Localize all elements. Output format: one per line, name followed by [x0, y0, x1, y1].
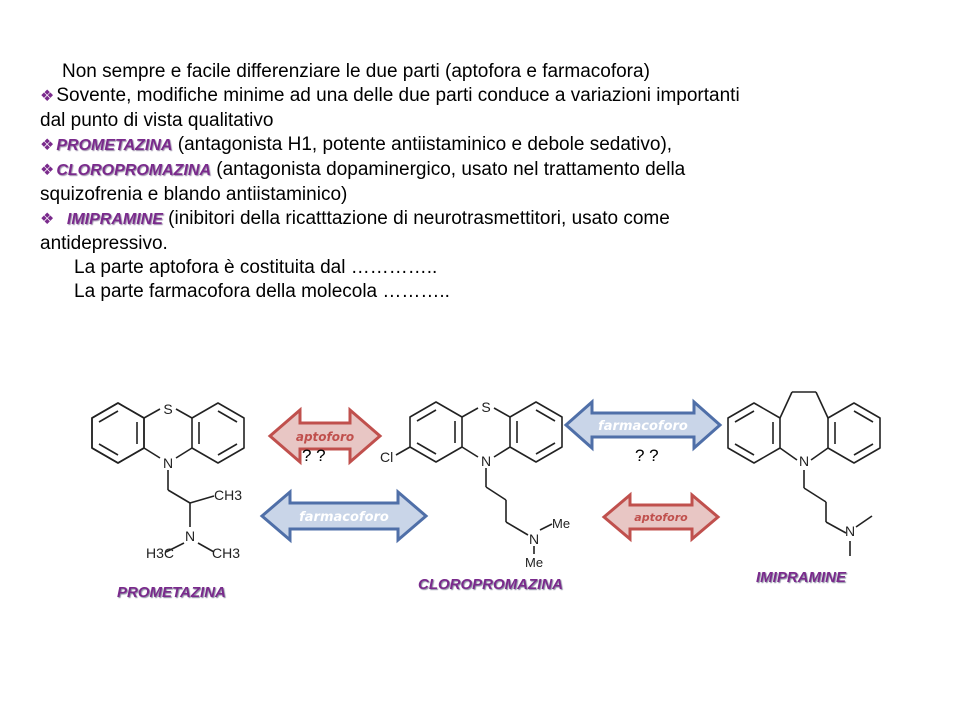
- prometazina-structure: [91, 402, 245, 553]
- arrow-aptoforo-top-left: aptoforo: [267, 406, 383, 466]
- bullet-cloropromazina: ❖CLOROPROMAZINA (antagonista dopaminergi…: [40, 159, 686, 180]
- cloropromazina-me-1: Me: [552, 516, 570, 531]
- prometazina-label: PROMETAZINA: [56, 137, 173, 154]
- diamond-bullet-icon: ❖: [40, 211, 55, 228]
- cloropromazina-nitrogen-2: N: [529, 531, 539, 547]
- arrow-aptoforo-bottom-right: aptoforo: [601, 491, 721, 543]
- imipramine-nitrogen: N: [799, 453, 809, 469]
- question-marks-right: ? ?: [635, 446, 659, 465]
- farmacofora-line: La parte farmacofora della molecola ……….…: [74, 281, 450, 302]
- bullet-imipramine: ❖ IMIPRAMINE (inibitori della ricatttazi…: [40, 208, 670, 229]
- cloropromazina-structure: [395, 401, 563, 554]
- svg-text:farmacoforo: farmacoforo: [598, 419, 688, 434]
- arrow-farmacoforo-bottom-left: farmacoforo: [259, 488, 429, 544]
- cloropromazina-continued: squizofrenia e blando antiistaminico): [40, 184, 348, 205]
- imipramine-structure: [727, 391, 881, 556]
- cloropromazina-chlorine: Cl: [380, 449, 393, 465]
- prometazina-nitrogen: N: [163, 455, 173, 471]
- diamond-bullet-icon: ❖: [40, 137, 55, 154]
- aptofora-line: La parte aptofora è costituita dal ………….…: [74, 257, 438, 278]
- prometazina-sulfur: S: [163, 401, 172, 417]
- diamond-bullet-icon: ❖: [40, 162, 55, 179]
- sovente-continued: dal punto di vista qualitativo: [40, 110, 274, 131]
- cloropromazina-me-2: Me: [525, 555, 543, 570]
- imipramine-label: IMIPRAMINE: [66, 211, 163, 228]
- bullet-prometazina: ❖PROMETAZINA (antagonista H1, potente an…: [40, 134, 673, 155]
- bullet-sovente: ❖Sovente, modifiche minime ad una delle …: [40, 85, 740, 106]
- diamond-bullet-icon: ❖: [40, 88, 55, 105]
- prometazina-h3c: H3C: [146, 545, 174, 561]
- slide-text: Non sempre e facile differenziare le due…: [40, 60, 940, 304]
- caption-cloropromazina: CLOROPROMAZINA: [418, 576, 563, 593]
- svg-text:farmacoforo: farmacoforo: [299, 510, 389, 525]
- arrow-farmacoforo-top-right: farmacoforo: [563, 398, 723, 452]
- prometazina-ch3: CH3: [214, 487, 242, 503]
- svg-text:aptoforo: aptoforo: [634, 511, 688, 524]
- cloropromazina-nitrogen: N: [481, 453, 491, 469]
- imipramine-continued: antidepressivo.: [40, 233, 168, 254]
- prometazina-ch3-b: CH3: [212, 545, 240, 561]
- imipramine-nitrogen-2: N: [845, 523, 855, 539]
- cloropromazina-label: CLOROPROMAZINA: [56, 162, 211, 179]
- intro-line: Non sempre e facile differenziare le due…: [62, 61, 650, 82]
- svg-text:aptoforo: aptoforo: [296, 430, 354, 444]
- question-marks-left: ? ?: [302, 446, 326, 465]
- prometazina-nitrogen-2: N: [185, 528, 195, 544]
- cloropromazina-sulfur: S: [481, 399, 490, 415]
- caption-prometazina: PROMETAZINA: [117, 584, 226, 601]
- caption-imipramine: IMIPRAMINE: [756, 569, 846, 586]
